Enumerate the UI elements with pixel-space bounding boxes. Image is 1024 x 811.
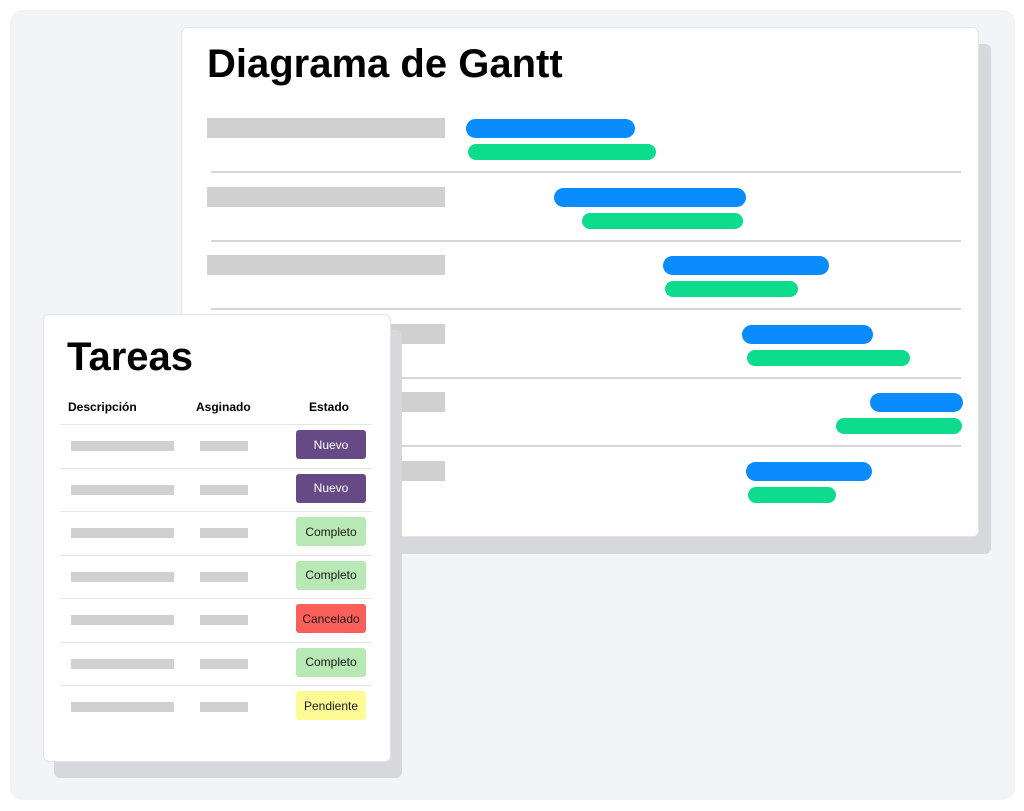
- gantt-row-divider: [211, 445, 961, 447]
- row-divider: [60, 554, 372, 556]
- description-placeholder: [71, 441, 174, 451]
- status-badge[interactable]: Completo: [296, 647, 366, 677]
- description-placeholder: [71, 571, 174, 582]
- column-header-status[interactable]: Estado: [309, 400, 350, 414]
- gantt-row-divider: [211, 376, 961, 379]
- row-divider: [60, 511, 372, 512]
- row-divider: [60, 424, 372, 425]
- assignee-placeholder: [200, 658, 248, 669]
- gantt-task-label-placeholder: [207, 186, 445, 207]
- column-header-assigned[interactable]: Asginado: [196, 400, 251, 414]
- gantt-actual-bar[interactable]: [836, 418, 962, 434]
- assignee-placeholder: [200, 441, 248, 451]
- tasks-card: Tareas Descripción Asginado Estado Nuevo…: [43, 314, 391, 762]
- description-placeholder: [71, 658, 174, 669]
- status-badge[interactable]: Nuevo: [296, 473, 366, 503]
- status-badge[interactable]: Nuevo: [296, 430, 366, 459]
- row-divider: [60, 685, 372, 686]
- status-badge[interactable]: Completo: [296, 517, 366, 546]
- description-placeholder: [71, 615, 174, 625]
- gantt-row-divider: [211, 308, 961, 310]
- row-divider: [60, 467, 372, 469]
- status-badge[interactable]: Cancelado: [296, 604, 366, 633]
- row-divider: [60, 641, 372, 643]
- assignee-placeholder: [200, 528, 248, 538]
- row-divider: [60, 598, 372, 599]
- gantt-plan-bar[interactable]: [746, 461, 872, 481]
- status-badge[interactable]: Completo: [296, 560, 366, 590]
- description-placeholder: [71, 484, 174, 495]
- tasks-title: Tareas: [67, 335, 194, 379]
- gantt-actual-bar[interactable]: [467, 144, 657, 160]
- description-placeholder: [71, 528, 174, 538]
- gantt-actual-bar[interactable]: [581, 212, 744, 229]
- gantt-task-label-placeholder: [207, 118, 445, 138]
- gantt-actual-bar[interactable]: [665, 281, 799, 297]
- gantt-plan-bar[interactable]: [466, 119, 636, 138]
- column-header-description[interactable]: Descripción: [68, 400, 137, 414]
- gantt-plan-bar[interactable]: [869, 393, 963, 412]
- gantt-card: Diagrama de Gantt: [181, 27, 979, 537]
- gantt-actual-bar[interactable]: [747, 349, 910, 366]
- assignee-placeholder: [200, 702, 248, 712]
- gantt-plan-bar[interactable]: [554, 187, 747, 207]
- gantt-row-divider: [211, 239, 961, 242]
- gantt-plan-bar[interactable]: [663, 256, 830, 275]
- gantt-title: Diagrama de Gantt: [207, 42, 563, 86]
- description-placeholder: [71, 702, 174, 712]
- status-badge[interactable]: Pendiente: [296, 691, 366, 720]
- assignee-placeholder: [200, 484, 248, 495]
- gantt-task-label-placeholder: [207, 255, 445, 275]
- gantt-row-divider: [211, 171, 961, 173]
- gantt-plan-bar[interactable]: [742, 324, 873, 344]
- assignee-placeholder: [200, 615, 248, 625]
- assignee-placeholder: [200, 571, 248, 582]
- gantt-actual-bar[interactable]: [748, 486, 836, 503]
